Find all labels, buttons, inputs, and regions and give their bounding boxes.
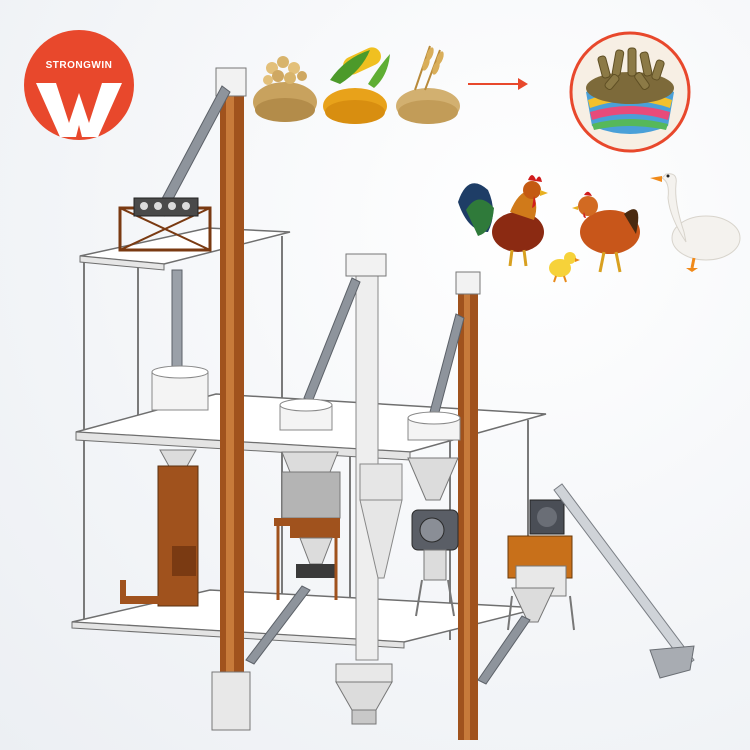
- pellet-mill: [411, 509, 459, 617]
- hammer-mill: [120, 465, 199, 607]
- poultry-group: [458, 173, 741, 283]
- raw-materials: [253, 45, 460, 124]
- bucket-elevator-mid: [303, 253, 387, 661]
- bucket-elevator-right: [429, 271, 481, 740]
- goose-icon: [650, 173, 741, 272]
- cooler-unit: [507, 499, 575, 631]
- bucket-elevator-main: [211, 67, 251, 731]
- feed-pellet-bowl-icon: [569, 31, 691, 153]
- batching-unit-top: [118, 197, 212, 252]
- corn-pile-icon: [323, 47, 390, 124]
- hopper-left: [151, 365, 209, 411]
- soybean-pile-icon: [253, 56, 317, 122]
- screw-conveyor-right: [553, 483, 695, 679]
- strongwin-logo: STRONGWIN: [24, 30, 134, 140]
- chick-icon: [549, 252, 580, 283]
- cone-left: [159, 449, 197, 469]
- feed-pipe: [171, 269, 183, 381]
- logo-text: STRONGWIN: [46, 60, 113, 71]
- base-hopper: [335, 663, 393, 725]
- rooster-icon: [458, 175, 548, 267]
- arrow-right-icon: [468, 78, 528, 90]
- pellet-mill-bin: [407, 411, 461, 501]
- bottom-conveyors: [245, 585, 531, 685]
- hen-icon: [572, 191, 640, 273]
- wheat-pile-icon: [396, 45, 460, 124]
- feed-production-line: [71, 67, 695, 740]
- cyclone-separator: [359, 463, 403, 579]
- mixer-bin: [274, 398, 341, 600]
- incline-conveyor-top: [155, 85, 231, 217]
